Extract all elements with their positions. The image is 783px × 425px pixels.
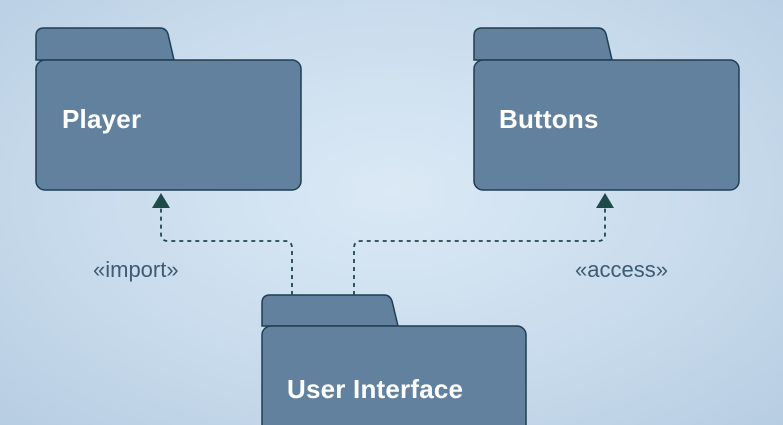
dependency-access-line — [353, 208, 606, 295]
dependency-access[interactable] — [353, 193, 614, 295]
package-buttons-label: Buttons — [499, 104, 599, 134]
package-player-tab — [35, 27, 175, 61]
dependency-import-arrowhead — [152, 193, 170, 208]
dependency-import[interactable] — [152, 193, 293, 295]
package-user-interface-tab — [261, 294, 399, 327]
package-user-interface-label: User Interface — [287, 374, 464, 404]
dependency-import-line — [160, 208, 293, 295]
dependency-access-label: «access» — [575, 257, 668, 282]
package-buttons-tab — [473, 27, 613, 61]
package-user-interface-body — [261, 325, 527, 425]
package-player[interactable] — [35, 27, 302, 191]
package-buttons[interactable] — [473, 27, 740, 191]
package-user-interface[interactable] — [261, 294, 527, 425]
package-player-label: Player — [62, 104, 142, 134]
package-player-body — [35, 59, 302, 191]
dependency-access-arrowhead — [596, 193, 614, 208]
package-buttons-body — [473, 59, 740, 191]
dependency-import-label: «import» — [93, 257, 179, 282]
